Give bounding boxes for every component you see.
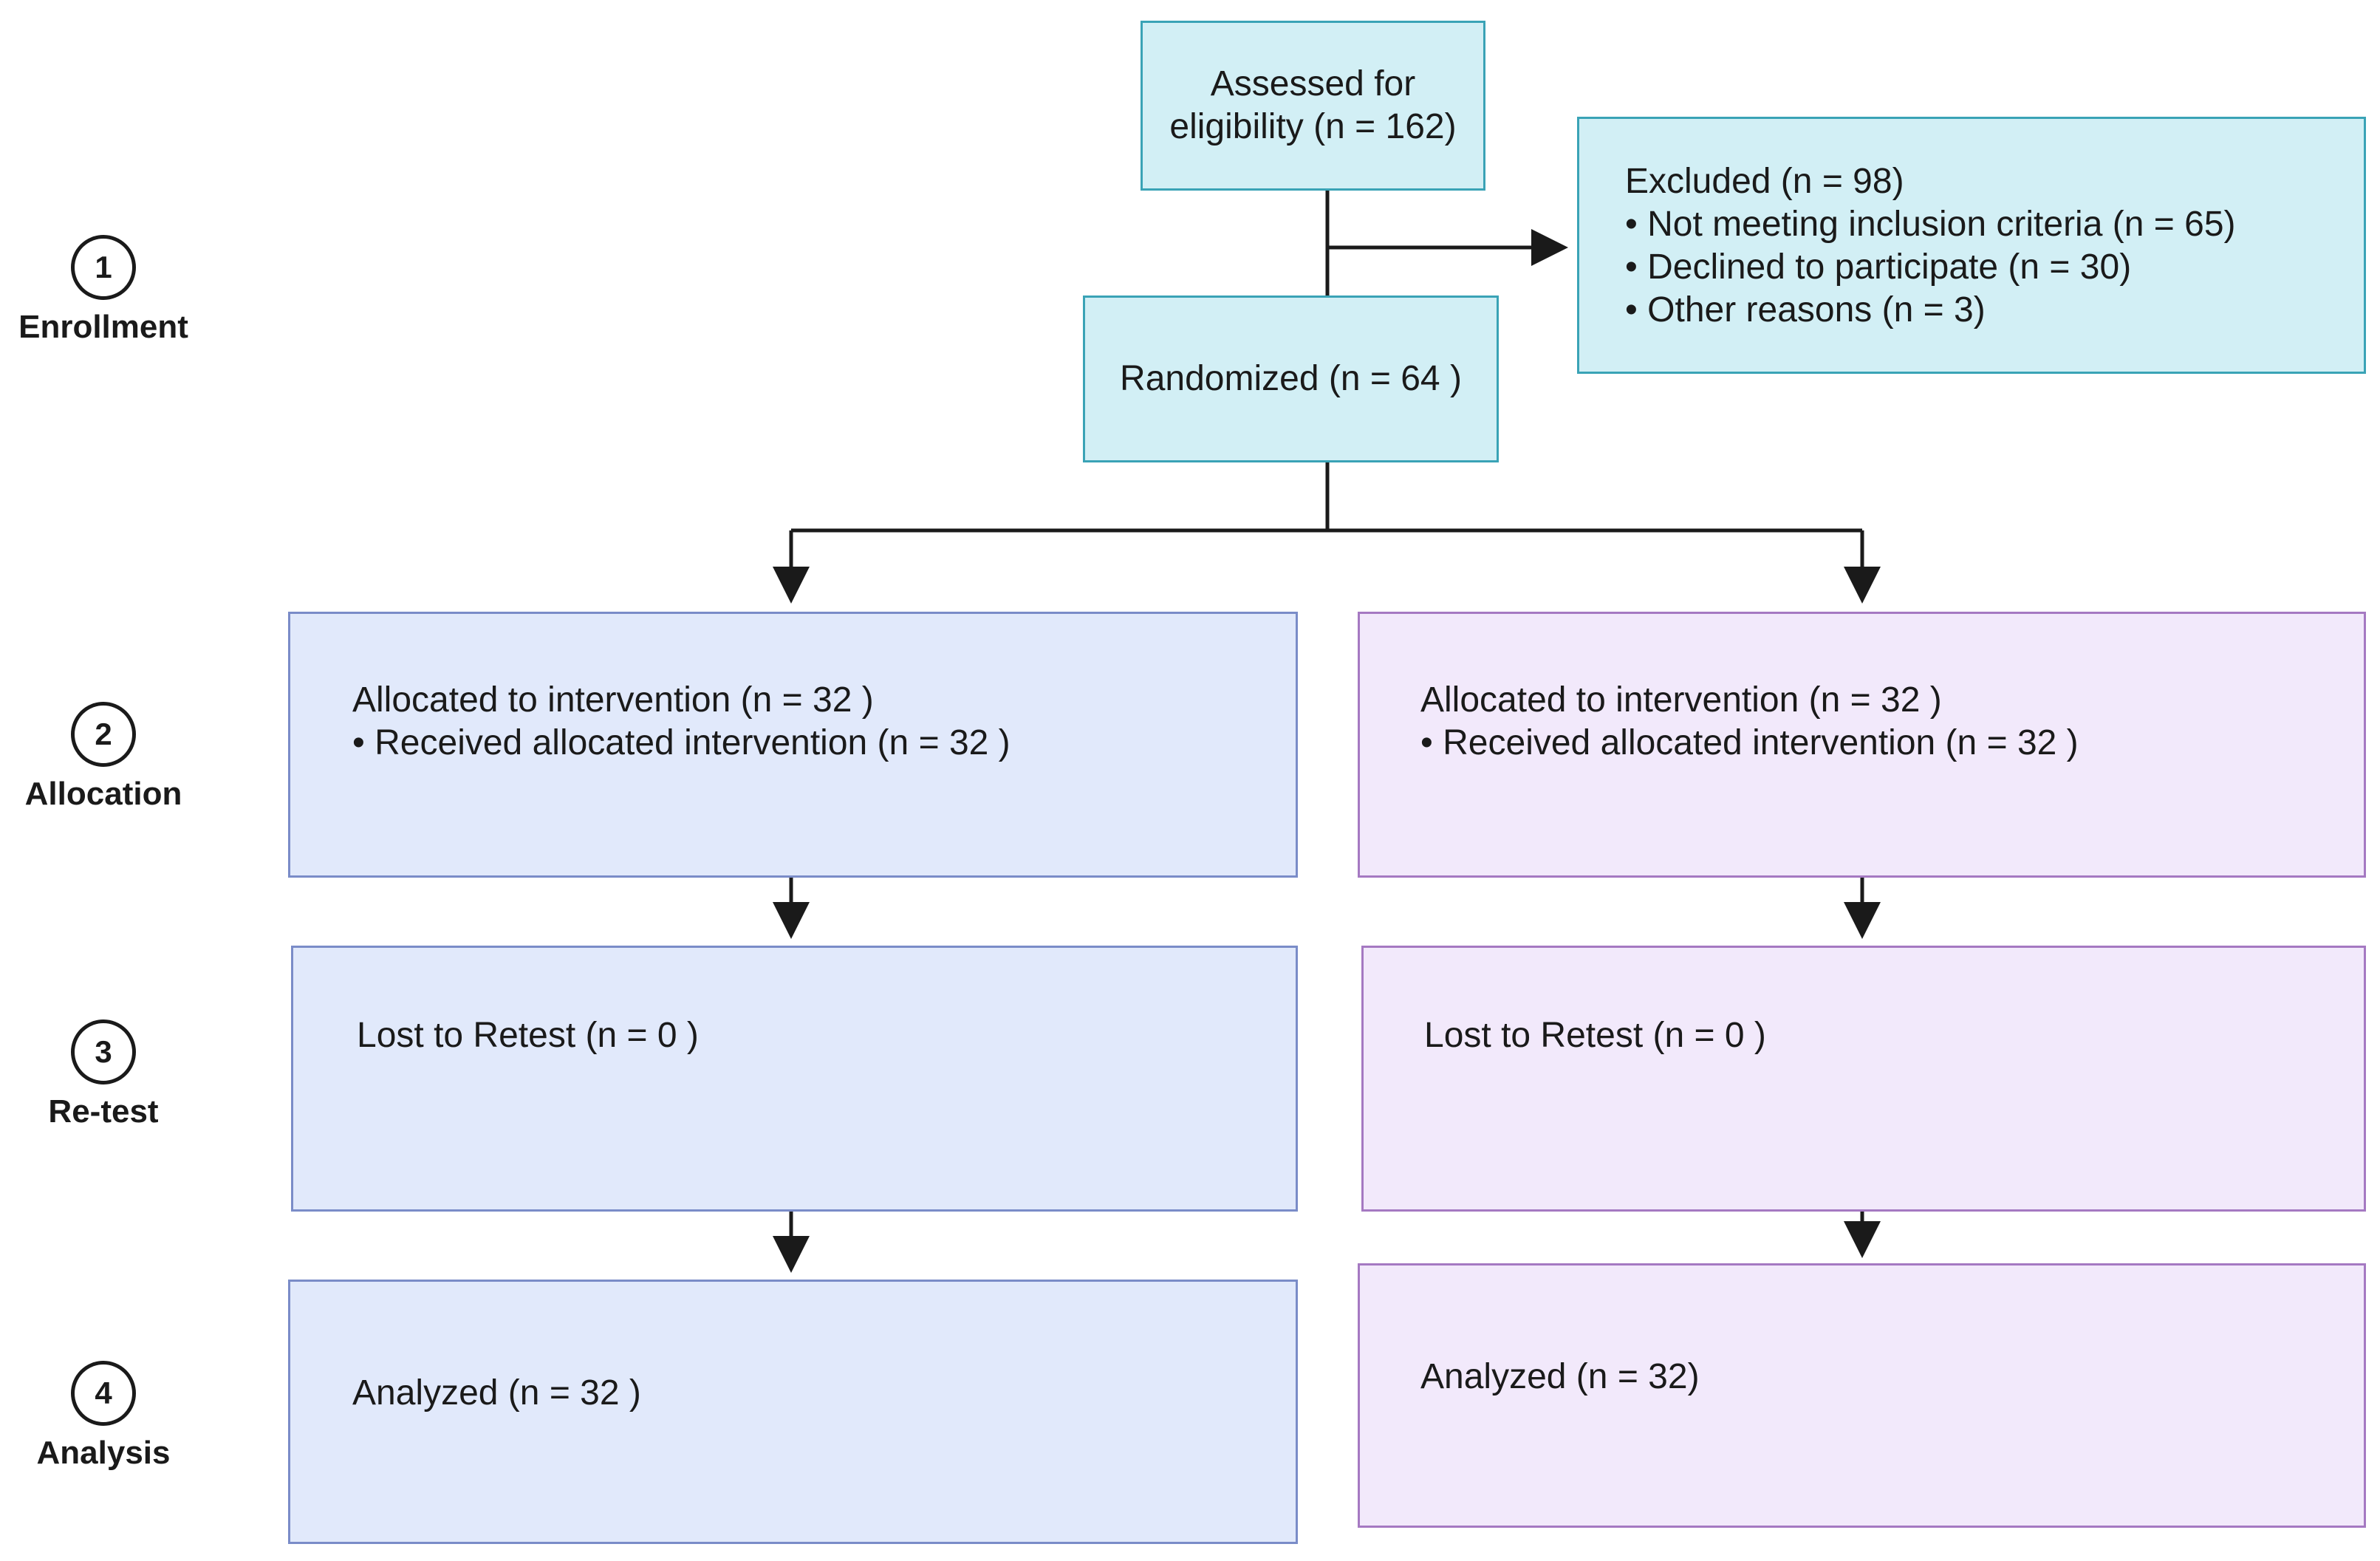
stage-number-badge: 1 [71, 235, 136, 300]
stage-allocation: 2 Allocation [0, 702, 207, 813]
analysis-text: Analyzed (n = 32 ) [352, 1373, 641, 1413]
allocation-text: Allocated to intervention (n = 32 ) [1420, 680, 1942, 720]
retest-text: Lost to Retest (n = 0 ) [1424, 1016, 1766, 1055]
assessed-text-line: eligibility (n = 162) [1169, 107, 1457, 146]
allocation-detail: • Received allocated intervention (n = 3… [1420, 723, 2079, 762]
allocation-detail: • Received allocated intervention (n = 3… [352, 723, 1011, 762]
allocation-text: Allocated to intervention (n = 32 ) [352, 680, 874, 720]
left-retest-box: Lost to Retest (n = 0 ) [291, 946, 1298, 1212]
right-allocation-box: Allocated to intervention (n = 32 ) • Re… [1358, 612, 2366, 878]
stage-label: Analysis [36, 1435, 171, 1471]
stage-analysis: 4 Analysis [0, 1361, 207, 1472]
stage-number-badge: 3 [71, 1019, 136, 1084]
analysis-text: Analyzed (n = 32) [1420, 1357, 1700, 1396]
assessed-text-line: Assessed for [1210, 64, 1416, 103]
stage-label: Allocation [24, 776, 182, 812]
retest-text: Lost to Retest (n = 0 ) [357, 1016, 699, 1055]
right-retest-box: Lost to Retest (n = 0 ) [1361, 946, 2366, 1212]
stage-number-badge: 4 [71, 1361, 136, 1426]
stage-retest: 3 Re-test [0, 1019, 207, 1130]
stage-enrollment: 1 Enrollment [0, 235, 207, 346]
excluded-title: Excluded (n = 98) [1625, 162, 1904, 201]
excluded-box: Excluded (n = 98) • Not meeting inclusio… [1577, 117, 2366, 374]
randomized-text: Randomized (n = 64 ) [1120, 359, 1462, 398]
right-analysis-box: Analyzed (n = 32) [1358, 1263, 2366, 1528]
stage-label: Enrollment [18, 309, 188, 345]
stage-number-badge: 2 [71, 702, 136, 767]
excluded-reason: • Not meeting inclusion criteria (n = 65… [1625, 205, 2236, 244]
left-analysis-box: Analyzed (n = 32 ) [288, 1280, 1298, 1544]
excluded-reason: • Other reasons (n = 3) [1625, 290, 1986, 329]
excluded-reason: • Declined to participate (n = 30) [1625, 247, 2132, 287]
assessed-box: Assessed for eligibility (n = 162) [1141, 21, 1485, 191]
randomized-box: Randomized (n = 64 ) [1083, 296, 1499, 462]
left-allocation-box: Allocated to intervention (n = 32 ) • Re… [288, 612, 1298, 878]
stage-label: Re-test [48, 1093, 159, 1130]
